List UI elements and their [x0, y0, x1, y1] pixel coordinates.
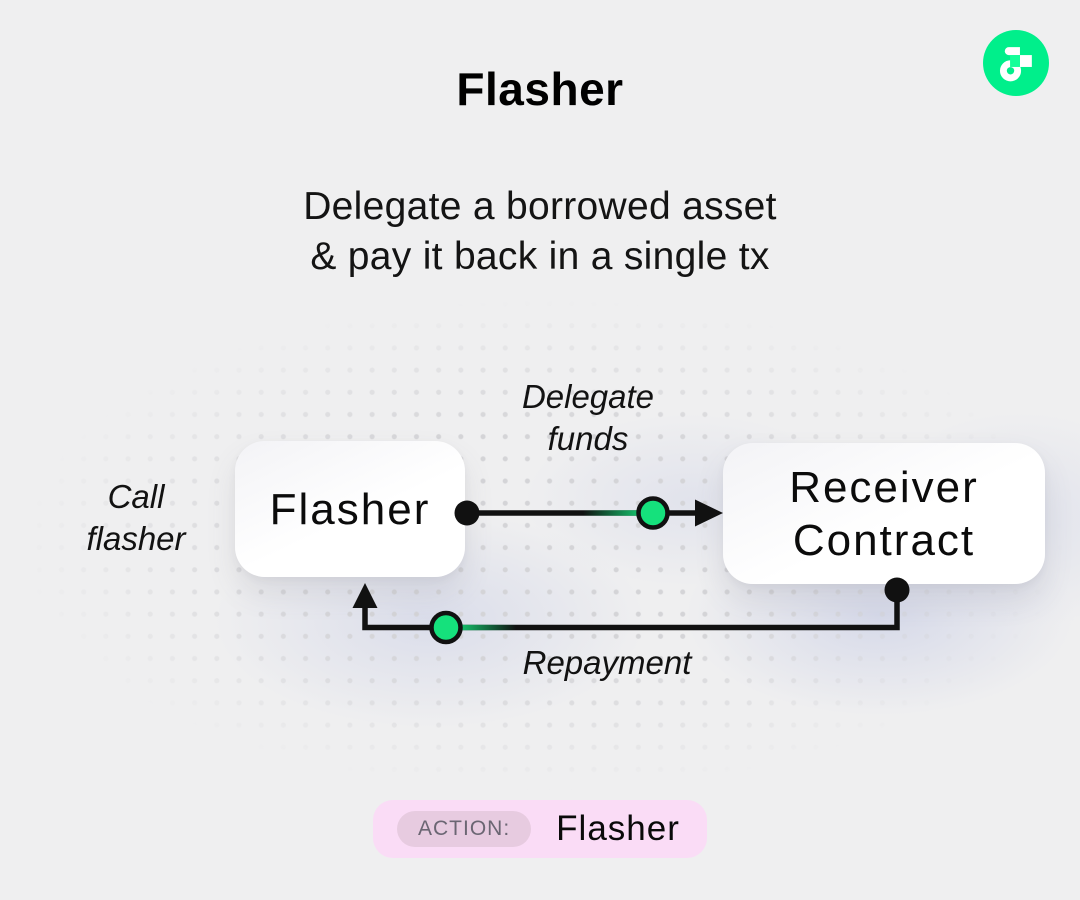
subtitle: Delegate a borrowed asset & pay it back … [0, 182, 1080, 282]
receiver-contract-node: Receiver Contract [723, 443, 1045, 584]
logo-top-bar [1004, 47, 1020, 56]
page-title: Flasher [456, 63, 624, 115]
flasher-node: Flasher [235, 441, 465, 577]
action-value: Flasher [556, 809, 680, 848]
call-flasher-label-line-1: Call [107, 478, 165, 515]
delegate-funds-label-line-2: funds [547, 420, 629, 457]
action-badge: ACTION: Flasher [373, 800, 707, 858]
call-flasher-label-line-2: flasher [86, 520, 186, 557]
receiver-node-label-line-2: Contract [792, 515, 976, 565]
delegate-funds-label: Delegate funds [438, 376, 738, 460]
delegate-funds-label-line-1: Delegate [521, 378, 655, 415]
logo-flag-square [1019, 55, 1032, 67]
subtitle-line-1: Delegate a borrowed asset [303, 185, 777, 228]
flasher-node-label: Flasher [269, 484, 431, 534]
subtitle-line-2: & pay it back in a single tx [310, 235, 770, 278]
logo-ring-hole [1006, 67, 1015, 75]
call-flasher-label: Call flasher [36, 476, 236, 560]
receiver-node-label-line-1: Receiver [789, 462, 979, 512]
action-label-pill: ACTION: [397, 811, 532, 847]
repayment-label: Repayment [522, 644, 692, 681]
logo-notch-square [1010, 55, 1020, 67]
flow-logo-icon [983, 30, 1049, 96]
